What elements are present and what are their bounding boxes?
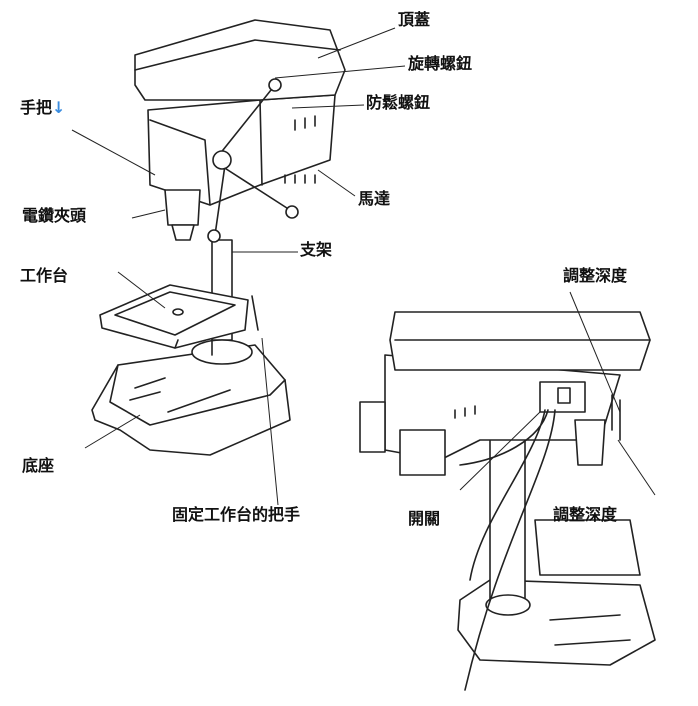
side-drill-press [359,311,656,691]
label-lock-knob: 防鬆螺鈕 [366,93,431,112]
front-drill-press [91,19,346,456]
label-base: 底座 [22,456,55,475]
label-handle-text: 手把 [20,98,53,117]
label-handle: 手把↓ [20,100,65,116]
label-switch: 開關 [408,509,441,528]
label-chuck: 電鑽夾頭 [22,206,87,225]
label-rotary-knob: 旋轉螺鈕 [408,54,473,73]
label-depth-adjust-top: 調整深度 [563,266,628,285]
down-arrow-icon: ↓ [52,98,66,117]
label-column: 支架 [300,240,333,259]
label-top-cover: 頂蓋 [398,10,431,29]
label-worktable: 工作台 [20,266,69,285]
label-motor: 馬達 [358,189,391,208]
label-table-lock-handle: 固定工作台的把手 [172,505,301,524]
label-depth-adjust-bottom: 調整深度 [553,505,618,524]
leader-lines [71,27,656,506]
